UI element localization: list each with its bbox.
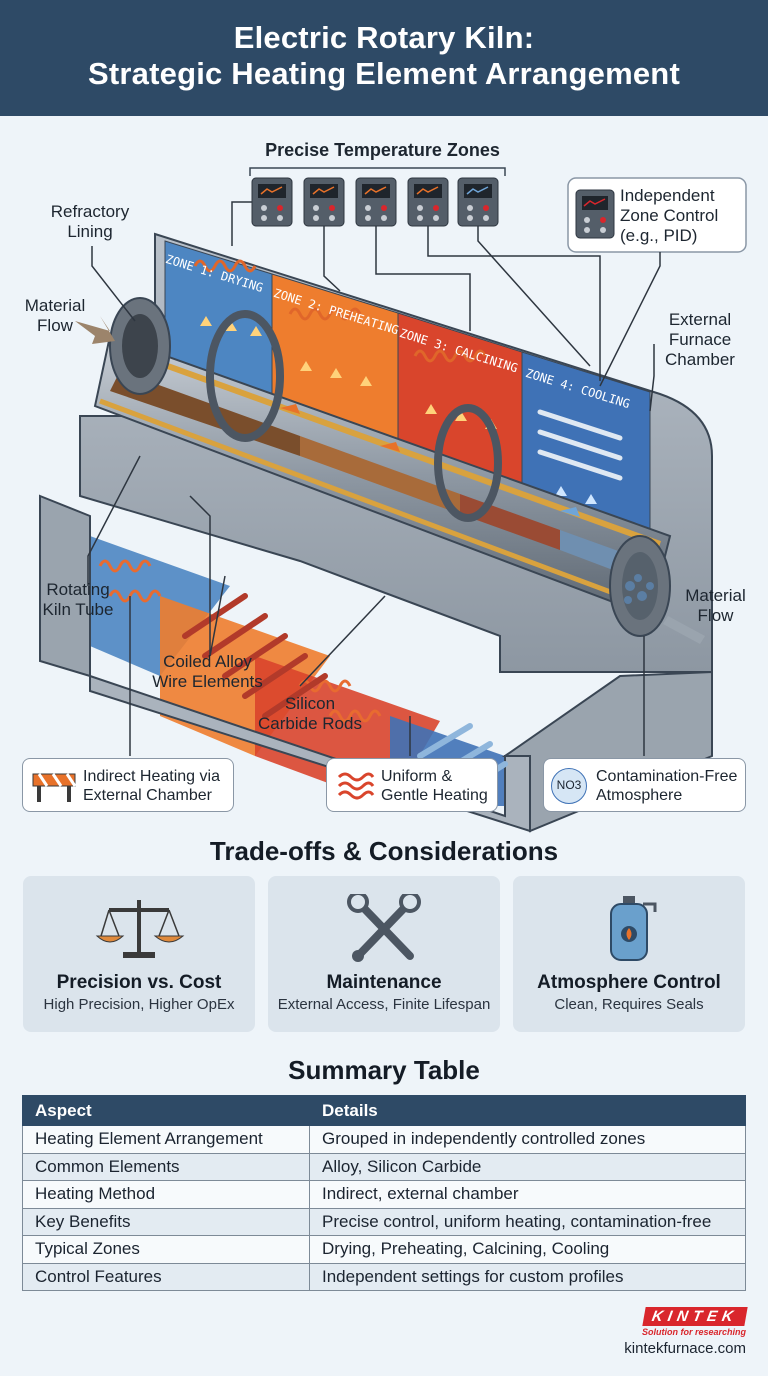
page-title-line-1: Electric Rotary Kiln:	[233, 20, 535, 55]
brand-tagline: Solution for researching	[641, 1327, 746, 1337]
cell-aspect: Key Benefits	[22, 1207, 310, 1236]
controller-2	[303, 177, 345, 227]
heat-waves-icon	[337, 772, 375, 800]
callout-uniform-line2: Gentle Heating	[381, 787, 488, 804]
card-precision-subtitle: High Precision, Higher OpEx	[43, 996, 235, 1013]
cell-details: Alloy, Silicon Carbide	[309, 1152, 746, 1181]
zones-bracket	[249, 167, 506, 176]
summary-table: Aspect Details Heating Element Arrangeme…	[22, 1095, 746, 1291]
controller-1	[251, 177, 293, 227]
cell-details: Independent settings for custom profiles	[309, 1262, 746, 1291]
cell-aspect: Control Features	[22, 1262, 310, 1291]
cell-aspect: Typical Zones	[22, 1235, 310, 1264]
brand-url[interactable]: kintekfurnace.com	[624, 1340, 746, 1357]
tube-flow-arrows	[280, 404, 580, 517]
material-flow-out-arrow	[663, 616, 705, 644]
kiln-illustration: Precise Temperature Zones ZONE 1: DRYING…	[0, 116, 768, 836]
callout-contamination-free: NO3 Contamination-Free Atmosphere	[543, 758, 746, 812]
brand-footer: KINTEK Solution for researching kintekfu…	[624, 1307, 748, 1357]
card-atmosphere-title: Atmosphere Control	[537, 972, 721, 993]
discharge-pellets	[624, 574, 654, 604]
balance-scale-icon	[95, 900, 185, 958]
material-flow-in-arrow	[75, 316, 115, 344]
controller-4	[407, 177, 449, 227]
floor-sic-rods	[182, 593, 328, 719]
callout-indirect-line2: External Chamber	[83, 787, 212, 804]
page-title-line-2: Strategic Heating Element Arrangement	[88, 56, 680, 91]
riding-ring-2	[434, 404, 502, 522]
header-details: Details	[309, 1095, 746, 1126]
summary-title: Summary Table	[288, 1055, 480, 1085]
wrench-icon	[347, 894, 421, 962]
zone-controllers	[251, 177, 499, 227]
cell-aspect: Heating Element Arrangement	[22, 1125, 310, 1154]
header-banner: Electric Rotary Kiln: Strategic Heating …	[0, 0, 768, 116]
card-maintenance-title: Maintenance	[326, 972, 442, 993]
card-precision-title: Precision vs. Cost	[56, 972, 222, 993]
callout-contamination-line1: Contamination-Free	[596, 768, 738, 785]
callout-indirect-line1: Indirect Heating via	[83, 768, 220, 785]
cooling-rods-back	[537, 409, 623, 481]
tradeoffs-title: Trade-offs & Considerations	[209, 836, 559, 866]
callout-uniform-line1: Uniform &	[381, 768, 453, 785]
controller-wires	[231, 201, 601, 381]
header-aspect: Aspect	[22, 1095, 310, 1126]
callout-contamination-line2: Atmosphere	[596, 787, 683, 804]
table-header-row: Aspect Details	[22, 1095, 746, 1126]
floor-coils	[98, 559, 382, 723]
controller-5	[457, 177, 499, 227]
cell-aspect: Common Elements	[22, 1152, 310, 1181]
no3-icon: NO3	[551, 768, 587, 804]
refractory-lining-bottom	[99, 398, 649, 609]
card-maintenance-subtitle: External Access, Finite Lifespan	[277, 996, 491, 1013]
card-atmosphere-subtitle: Clean, Requires Seals	[554, 996, 704, 1013]
barrier-icon	[32, 773, 77, 802]
coils-back	[193, 259, 487, 363]
pid-controller-icon	[575, 189, 615, 239]
cell-aspect: Heating Method	[22, 1180, 310, 1209]
cell-details: Indirect, external chamber	[309, 1180, 746, 1209]
card-maintenance: Maintenance External Access, Finite Life…	[268, 876, 500, 1032]
controller-3	[355, 177, 397, 227]
zones-heading: Precise Temperature Zones	[265, 140, 500, 160]
callout-uniform-heating: Uniform & Gentle Heating	[326, 758, 498, 812]
cell-details: Precise control, uniform heating, contam…	[309, 1207, 746, 1236]
gas-cylinder-icon	[610, 896, 657, 961]
leader-lines	[87, 246, 655, 756]
riding-ring-1	[206, 310, 284, 442]
cell-details: Drying, Preheating, Calcining, Cooling	[309, 1235, 746, 1264]
callout-indirect-heating: Indirect Heating via External Chamber	[22, 758, 234, 812]
card-precision-cost: Precision vs. Cost High Precision, Highe…	[23, 876, 255, 1032]
card-atmosphere-control: Atmosphere Control Clean, Requires Seals	[513, 876, 745, 1032]
kintek-logo: KINTEK	[642, 1307, 748, 1326]
cell-details: Grouped in independently controlled zone…	[309, 1125, 746, 1154]
